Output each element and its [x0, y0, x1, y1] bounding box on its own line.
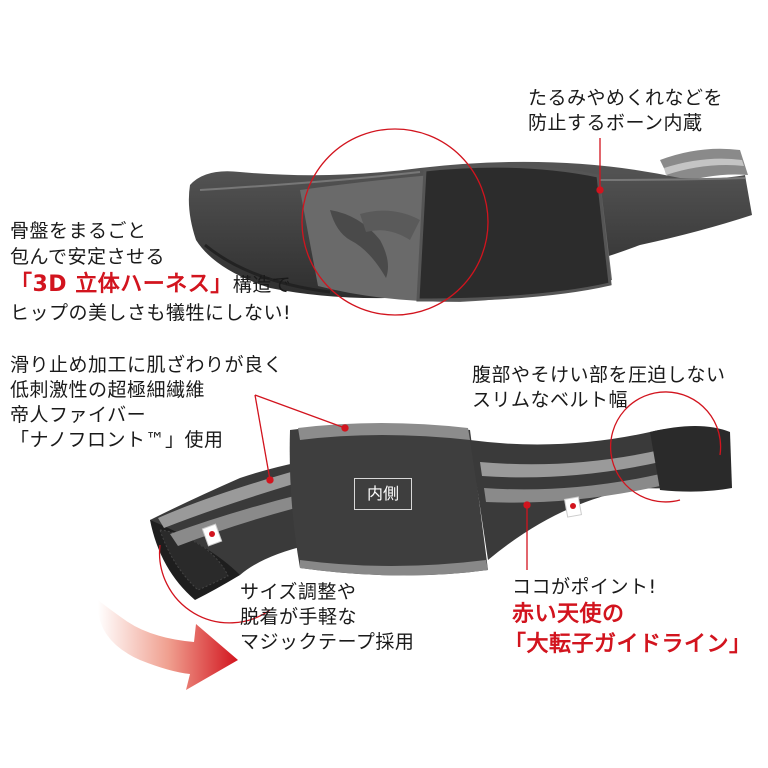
velcro-callout-line2: 脱着が手軽な — [240, 606, 358, 628]
velcro-callout-line1: サイズ調整や — [240, 581, 357, 603]
material-callout-line1: 滑り止め加工に肌ざわりが良く — [10, 354, 284, 376]
belt-width-callout-line2: スリムなベルト幅 — [472, 389, 629, 411]
bottom-belt — [150, 423, 732, 600]
point-callout: ココがポイント! 赤い天使の 「大転子ガイドライン」 — [504, 575, 752, 660]
material-callout: 滑り止め加工に肌ざわりが良く 低刺激性の超極細繊維 帝人ファイバー 「ナノフロン… — [10, 353, 283, 453]
material-callout-line3: 帝人ファイバー — [10, 404, 147, 426]
velcro-highlight-circle — [158, 544, 271, 624]
harness-callout: 骨盤をまるごと 包んで安定させる 「3D 立体ハーネス」構造で ヒップの美しさも… — [10, 218, 291, 326]
callout-lines — [158, 128, 722, 624]
harness-callout-line3: 「3D 立体ハーネス」構造で — [10, 270, 291, 300]
harness-callout-line3-rest: 構造で — [232, 274, 292, 296]
inner-side-label: 内側 — [354, 478, 412, 510]
point-callout-line1: ココがポイント! — [512, 576, 657, 598]
velcro-callout-line3: マジックテープ採用 — [240, 631, 415, 653]
boning-callout-line2: 防止するボーン内蔵 — [528, 112, 703, 134]
top-belt — [188, 148, 752, 302]
velcro-callout: サイズ調整や 脱着が手軽な マジックテープ採用 — [240, 580, 414, 655]
point-callout-line3: 「大転子ガイドライン」 — [504, 632, 752, 657]
boning-callout: たるみやめくれなどを 防止するボーン内蔵 — [528, 86, 723, 136]
point-callout-line2: 赤い天使の — [512, 602, 625, 627]
harness-callout-line2: 包んで安定させる — [10, 246, 166, 268]
rotation-arrow-icon — [97, 600, 238, 690]
material-callout-line2: 低刺激性の超極細繊維 — [10, 379, 206, 401]
material-callout-line4: 「ナノフロント™」使用 — [10, 429, 224, 451]
harness-callout-line4: ヒップの美しさも犠牲にしない! — [10, 302, 292, 324]
beltwidth-highlight-circle — [610, 391, 722, 503]
belt-width-callout-line1: 腹部やそけい部を圧迫しない — [472, 364, 726, 386]
harness-callout-line1: 骨盤をまるごと — [10, 220, 147, 242]
belt-width-callout: 腹部やそけい部を圧迫しない スリムなベルト幅 — [472, 363, 726, 413]
harness-highlight-circle — [301, 128, 489, 316]
boning-callout-line1: たるみやめくれなどを — [528, 87, 724, 109]
harness-name-highlight: 「3D 立体ハーネス」 — [10, 272, 233, 297]
